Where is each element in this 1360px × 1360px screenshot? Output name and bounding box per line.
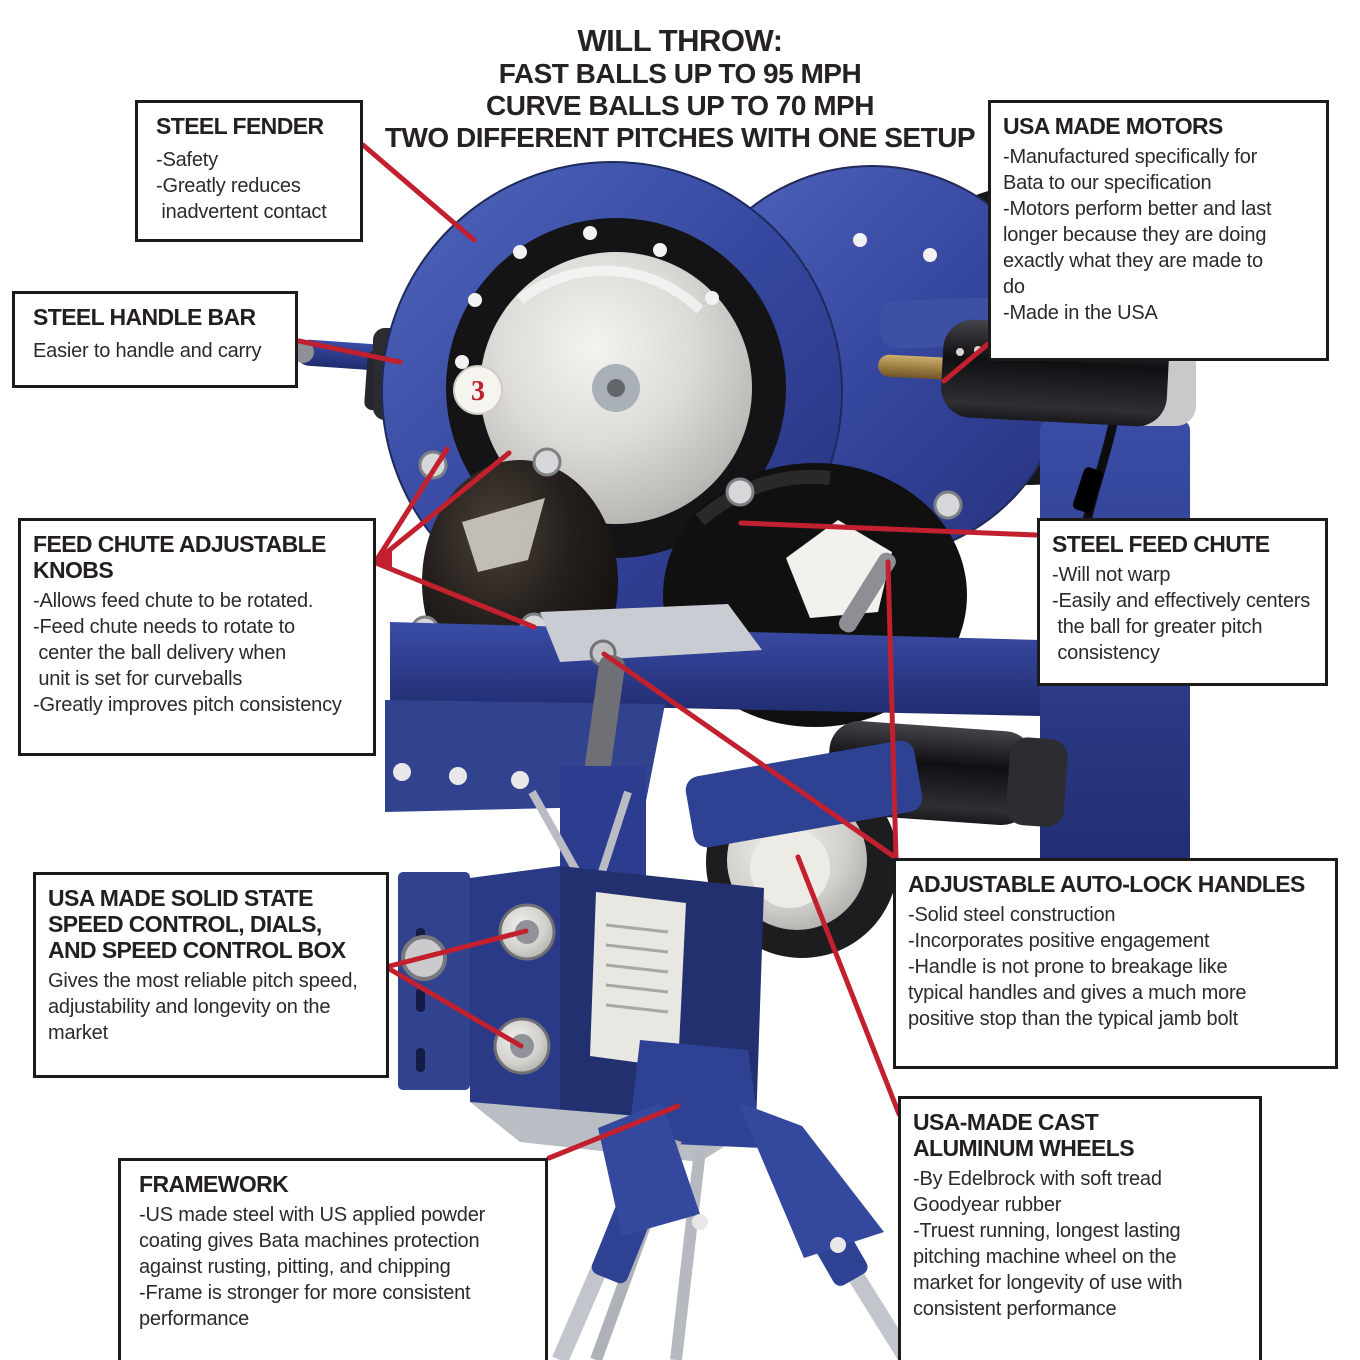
tripod bbox=[552, 1040, 916, 1360]
callout-body: -US made steel with US applied powder co… bbox=[139, 1204, 486, 1330]
line-framework bbox=[546, 1103, 681, 1161]
headline-line-4: TWO DIFFERENT PITCHES WITH ONE SETUP bbox=[384, 122, 976, 153]
callout-body: -By Edelbrock with soft tread Goodyear r… bbox=[913, 1168, 1183, 1320]
line-speed-1 bbox=[383, 928, 529, 970]
line-steel-fender bbox=[360, 142, 477, 243]
callout-feed-chute-knobs: FEED CHUTE ADJUSTABLE KNOBS -Allows feed… bbox=[18, 518, 376, 756]
callout-body: -Manufactured specifically for Bata to o… bbox=[1003, 146, 1272, 324]
callout-title: USA MADE SOLID STATE SPEED CONTROL, DIAL… bbox=[48, 885, 346, 963]
callout-title: STEEL FENDER bbox=[156, 113, 324, 139]
mid-frame bbox=[385, 552, 1040, 812]
line-motors bbox=[941, 341, 991, 384]
line-knob-2 bbox=[373, 450, 512, 564]
headline-line-1: WILL THROW: bbox=[577, 23, 783, 58]
callout-steel-fender: STEEL FENDER -Safety -Greatly reduces in… bbox=[135, 100, 363, 242]
line-handles-1 bbox=[601, 651, 899, 861]
callout-title: FRAMEWORK bbox=[139, 1171, 289, 1197]
callout-speed-control: USA MADE SOLID STATE SPEED CONTROL, DIAL… bbox=[33, 872, 389, 1078]
callout-title: USA MADE MOTORS bbox=[1003, 113, 1223, 139]
callout-title: USA-MADE CAST ALUMINUM WHEELS bbox=[913, 1109, 1135, 1161]
svg-text:3: 3 bbox=[471, 376, 485, 407]
callout-body: -Solid steel construction -Incorporates … bbox=[908, 904, 1247, 1030]
callout-title: FEED CHUTE ADJUSTABLE KNOBS bbox=[33, 531, 326, 583]
callout-steel-handle-bar: STEEL HANDLE BAR Easier to handle and ca… bbox=[12, 291, 298, 388]
headline-line-3: CURVE BALLS UP TO 70 MPH bbox=[486, 90, 874, 121]
line-knob-1 bbox=[373, 446, 450, 564]
line-wheels bbox=[795, 854, 902, 1117]
headline-line-2: FAST BALLS UP TO 95 MPH bbox=[498, 58, 862, 89]
headline: WILL THROW: FAST BALLS UP TO 95 MPH CURV… bbox=[384, 23, 976, 154]
badge-3: 3 bbox=[453, 365, 503, 415]
callout-usa-made-motors: USA MADE MOTORS -Manufactured specifical… bbox=[988, 100, 1329, 361]
callout-body: Easier to handle and carry bbox=[33, 340, 262, 362]
callout-body: -Allows feed chute to be rotated. -Feed … bbox=[33, 590, 342, 716]
callout-body: -Safety -Greatly reduces inadvertent con… bbox=[156, 149, 327, 223]
callout-body: -Will not warp -Easily and effectively c… bbox=[1052, 564, 1310, 664]
line-speed-2 bbox=[383, 964, 524, 1049]
knob-arrowhead bbox=[374, 550, 392, 572]
callout-aluminum-wheels: USA-MADE CAST ALUMINUM WHEELS -By Edelbr… bbox=[898, 1096, 1262, 1360]
callout-title: STEEL FEED CHUTE bbox=[1052, 531, 1270, 557]
line-knob-3 bbox=[373, 560, 537, 630]
line-feed-chute bbox=[738, 520, 1039, 538]
callout-framework: FRAMEWORK -US made steel with US applied… bbox=[118, 1158, 548, 1360]
annotation-lines bbox=[296, 142, 1039, 1161]
callout-body: Gives the most reliable pitch speed, adj… bbox=[48, 970, 358, 1044]
callout-auto-lock-handles: ADJUSTABLE AUTO-LOCK HANDLES -Solid stee… bbox=[893, 858, 1338, 1069]
line-handle-bar bbox=[296, 338, 403, 365]
callout-title: STEEL HANDLE BAR bbox=[33, 304, 256, 330]
line-handles-2 bbox=[885, 559, 899, 861]
callout-steel-feed-chute: STEEL FEED CHUTE -Will not warp -Easily … bbox=[1037, 518, 1328, 686]
callout-title: ADJUSTABLE AUTO-LOCK HANDLES bbox=[908, 871, 1305, 897]
